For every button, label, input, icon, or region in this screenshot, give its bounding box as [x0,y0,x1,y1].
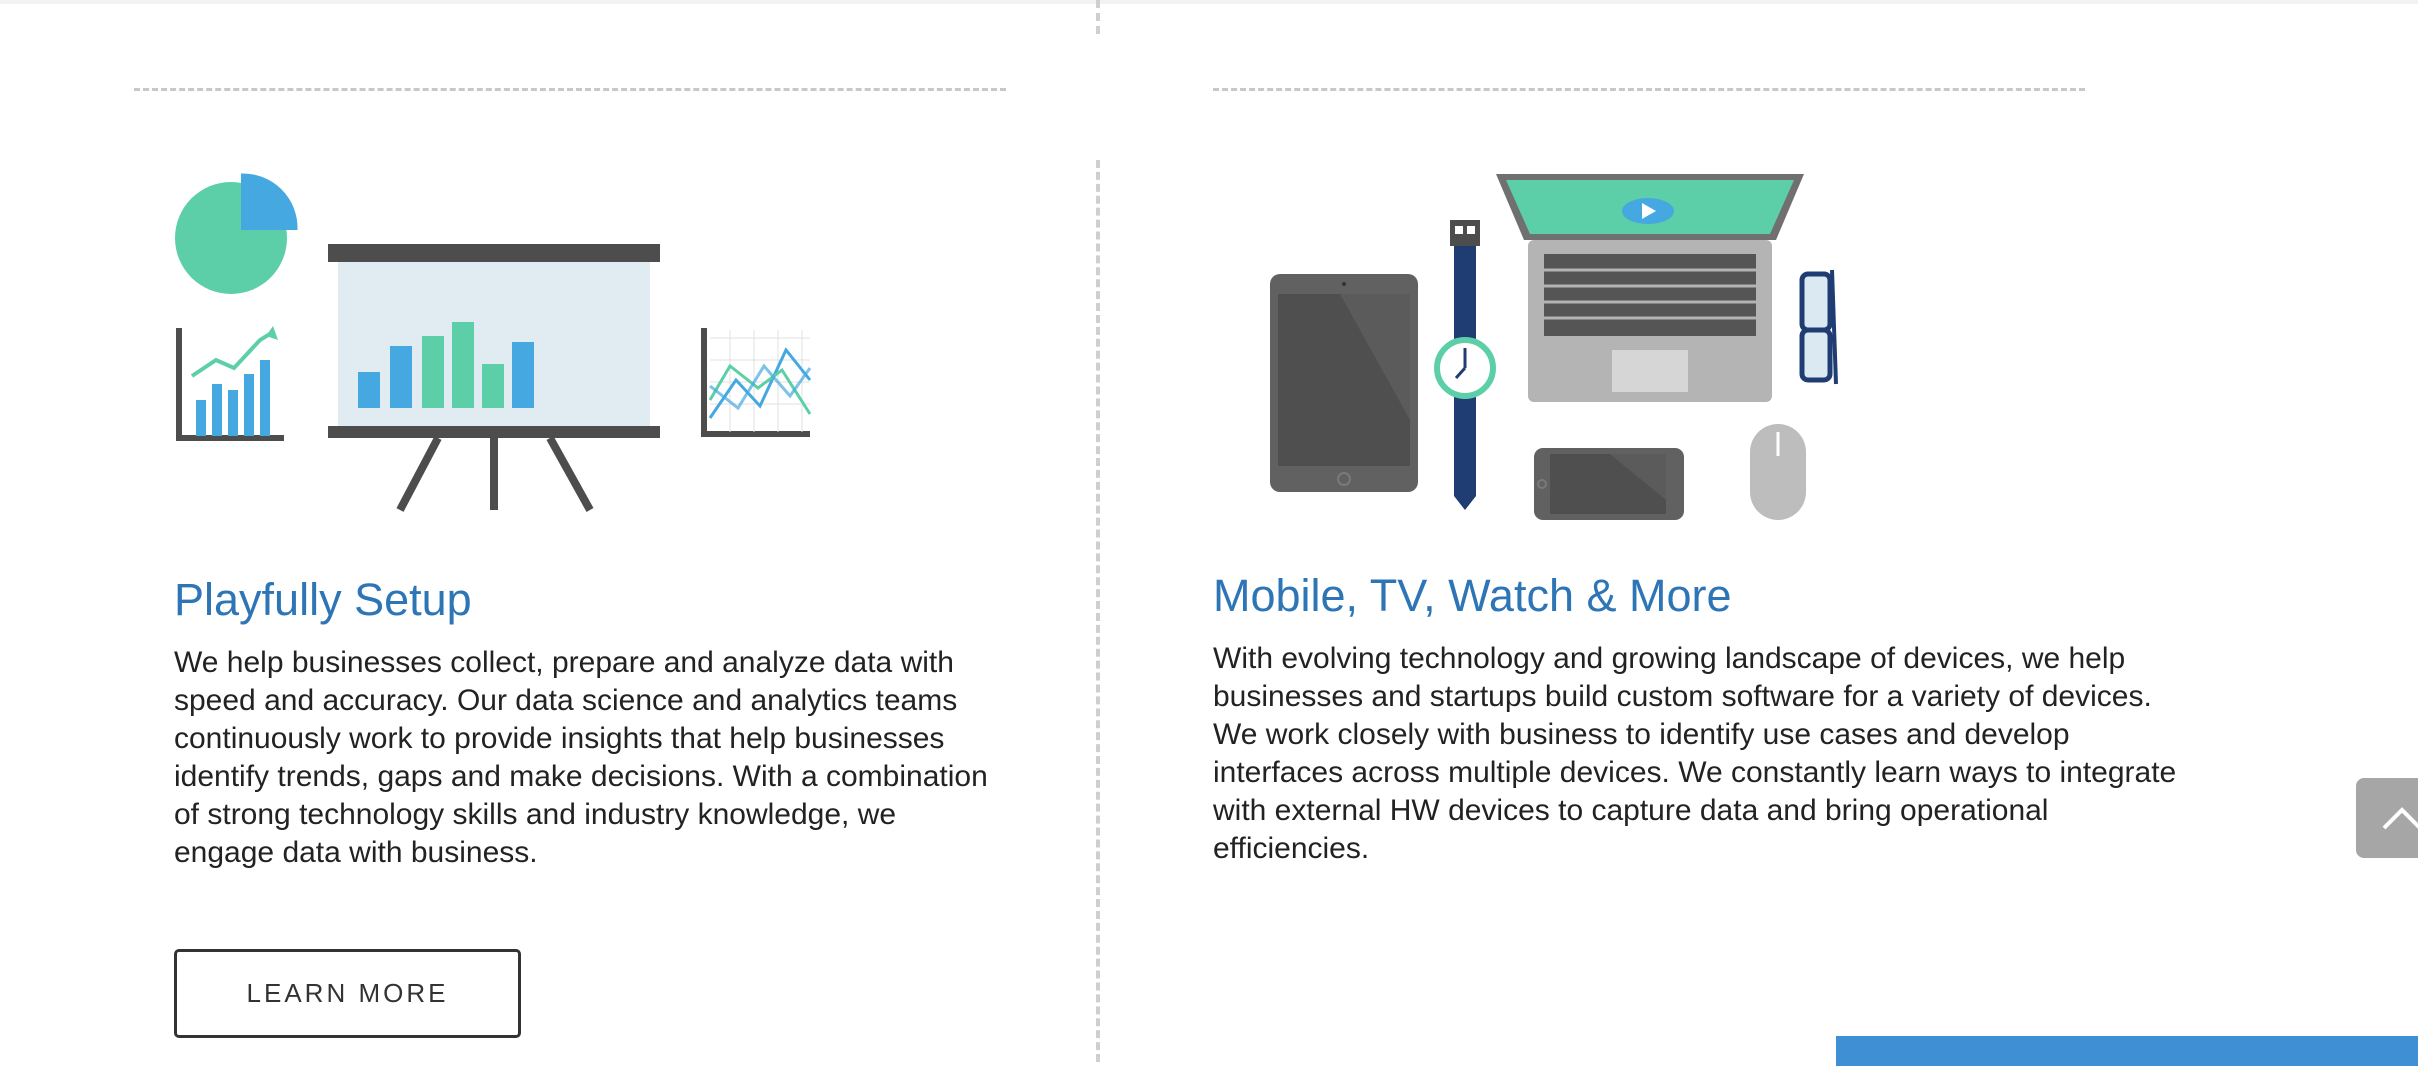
section-separator-left [134,88,1006,91]
feature-description: With evolving technology and growing lan… [1213,642,2177,865]
column-divider-top [1096,0,1100,34]
glasses-icon [1799,269,1838,385]
line-graph-icon [701,328,812,437]
feature-title: Mobile, TV, Watch & More [1213,570,1732,621]
feature-description: We help businesses collect, prepare and … [174,646,988,869]
small-bar-chart-icon [176,326,284,441]
watch-icon [1434,220,1496,510]
chevron-up-icon [2382,807,2418,830]
laptop-icon [1496,174,1804,402]
tablet-icon [1270,274,1418,492]
devices-illustration [1270,174,1838,520]
mouse-icon [1750,424,1806,520]
presentation-board-icon [328,244,660,512]
footer-bar [1836,1036,2418,1066]
scroll-to-top-button[interactable] [2356,778,2418,858]
top-border [0,0,2418,4]
pie-chart-icon [175,170,301,294]
column-divider [1096,160,1100,1062]
feature-title: Playfully Setup [174,574,472,625]
phone-icon [1534,448,1684,520]
learn-more-button[interactable]: LEARN MORE [174,949,521,1038]
section-separator-right [1213,88,2085,91]
analytics-presentation-illustration [175,170,812,512]
